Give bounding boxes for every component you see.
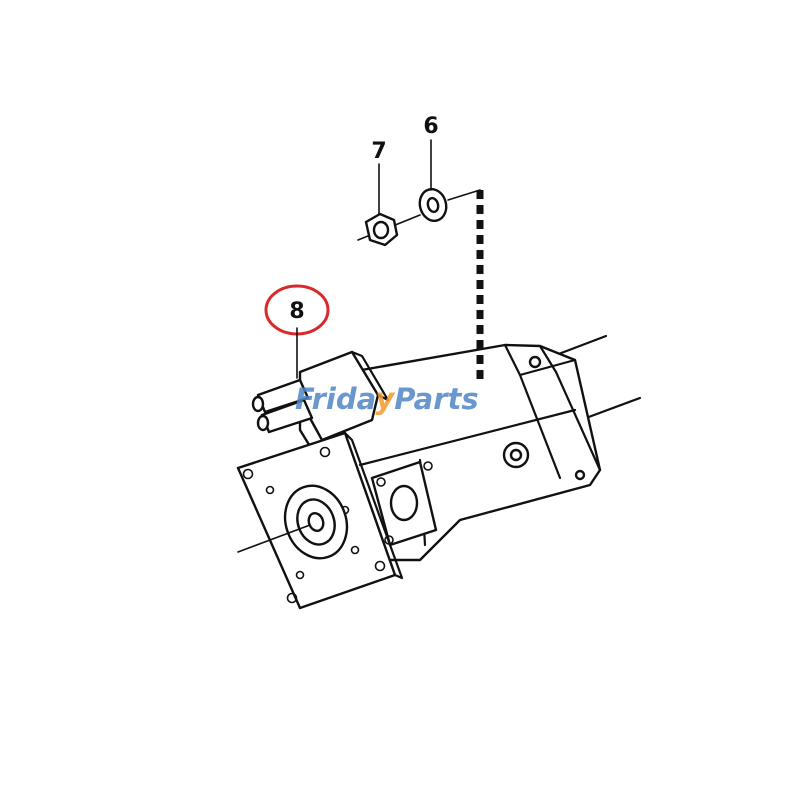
output-shaft (554, 334, 642, 420)
assembly-guide-line (447, 189, 484, 385)
hex-nut (357, 212, 421, 247)
washer (418, 187, 448, 223)
callout-6: 6 (423, 114, 439, 191)
callout-7-label: 7 (371, 139, 386, 164)
side-port-flange (370, 460, 438, 547)
watermark-logo: FridayParts (295, 382, 479, 416)
watermark-part-2: y (375, 382, 395, 416)
callout-8: 8 (264, 284, 330, 379)
watermark-text: FridayParts (295, 382, 479, 416)
front-flange (236, 431, 404, 610)
callout-6-label: 6 (423, 114, 438, 139)
watermark-part-1: Frida (295, 382, 375, 416)
callout-7: 7 (371, 139, 387, 215)
connector-block (251, 350, 390, 442)
watermark-part-3: Parts (394, 382, 478, 416)
callout-8-label: 8 (289, 299, 304, 324)
